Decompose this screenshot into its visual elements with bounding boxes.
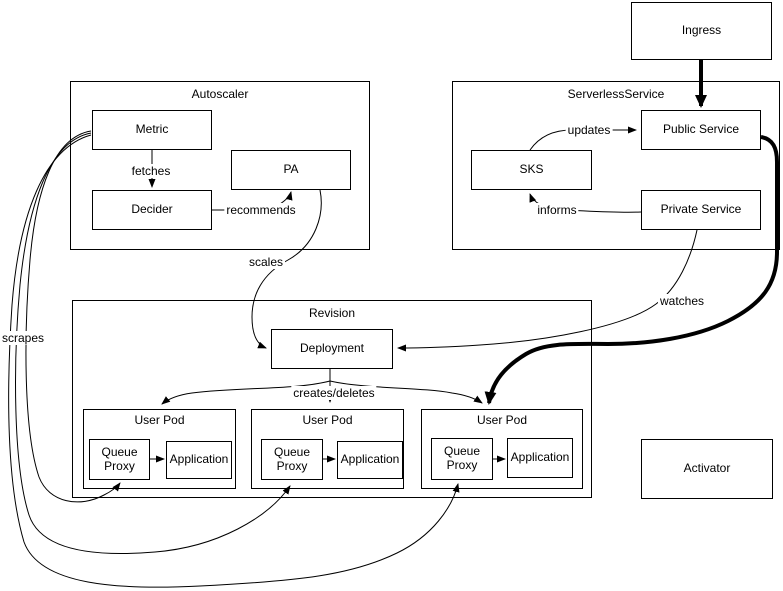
node-ingress: Ingress xyxy=(631,2,772,60)
node-pa: PA xyxy=(231,150,351,190)
node-metric-label: Metric xyxy=(135,122,169,137)
edge-label-scrapes: scrapes xyxy=(0,331,47,345)
node-pa-label: PA xyxy=(283,162,299,177)
pod-1-application-label: Application xyxy=(169,452,229,467)
edge-label-fetches: fetches xyxy=(129,164,173,178)
node-ingress-label: Ingress xyxy=(681,23,722,38)
node-decider-label: Decider xyxy=(131,202,173,217)
node-private-service-label: Private Service xyxy=(660,202,742,217)
pod-3-queue-proxy: Queue Proxy xyxy=(431,438,493,480)
node-deployment: Deployment xyxy=(271,329,393,369)
node-sks: SKS xyxy=(471,150,592,190)
pod-1-title: User Pod xyxy=(134,413,185,427)
pod-2-queue-proxy-label: Queue Proxy xyxy=(273,444,311,473)
node-deployment-label: Deployment xyxy=(299,341,365,356)
pod-2-application-label: Application xyxy=(340,452,400,467)
node-public-service: Public Service xyxy=(641,110,761,150)
container-serverless-service-title: ServerlessService xyxy=(567,87,665,101)
node-public-service-label: Public Service xyxy=(662,122,740,137)
pod-3-application: Application xyxy=(507,438,573,478)
pod-2-queue-proxy: Queue Proxy xyxy=(261,439,323,480)
node-activator-label: Activator xyxy=(683,461,731,476)
pod-2-title: User Pod xyxy=(302,413,353,427)
pod-1-application: Application xyxy=(166,441,232,479)
edge-label-updates: updates xyxy=(565,123,613,137)
node-activator: Activator xyxy=(641,439,773,499)
edge-label-scales: scales xyxy=(246,255,286,269)
edge-label-creates-deletes: creates/deletes xyxy=(291,386,377,400)
container-autoscaler-title: Autoscaler xyxy=(191,87,249,101)
container-revision-title: Revision xyxy=(308,306,356,320)
node-metric: Metric xyxy=(92,110,212,150)
node-sks-label: SKS xyxy=(519,162,544,177)
node-private-service: Private Service xyxy=(641,190,761,230)
edge-label-recommends: recommends xyxy=(224,203,298,217)
pod-3-queue-proxy-label: Queue Proxy xyxy=(443,444,481,472)
pod-1-queue-proxy: Queue Proxy xyxy=(89,439,150,480)
edge-label-informs: informs xyxy=(535,203,579,217)
node-decider: Decider xyxy=(92,190,212,230)
edge-label-watches: watches xyxy=(657,294,707,308)
pod-3-title: User Pod xyxy=(476,413,528,427)
pod-3-application-label: Application xyxy=(510,450,570,465)
pod-2-application: Application xyxy=(337,441,403,479)
pod-1-queue-proxy-label: Queue Proxy xyxy=(101,444,138,473)
